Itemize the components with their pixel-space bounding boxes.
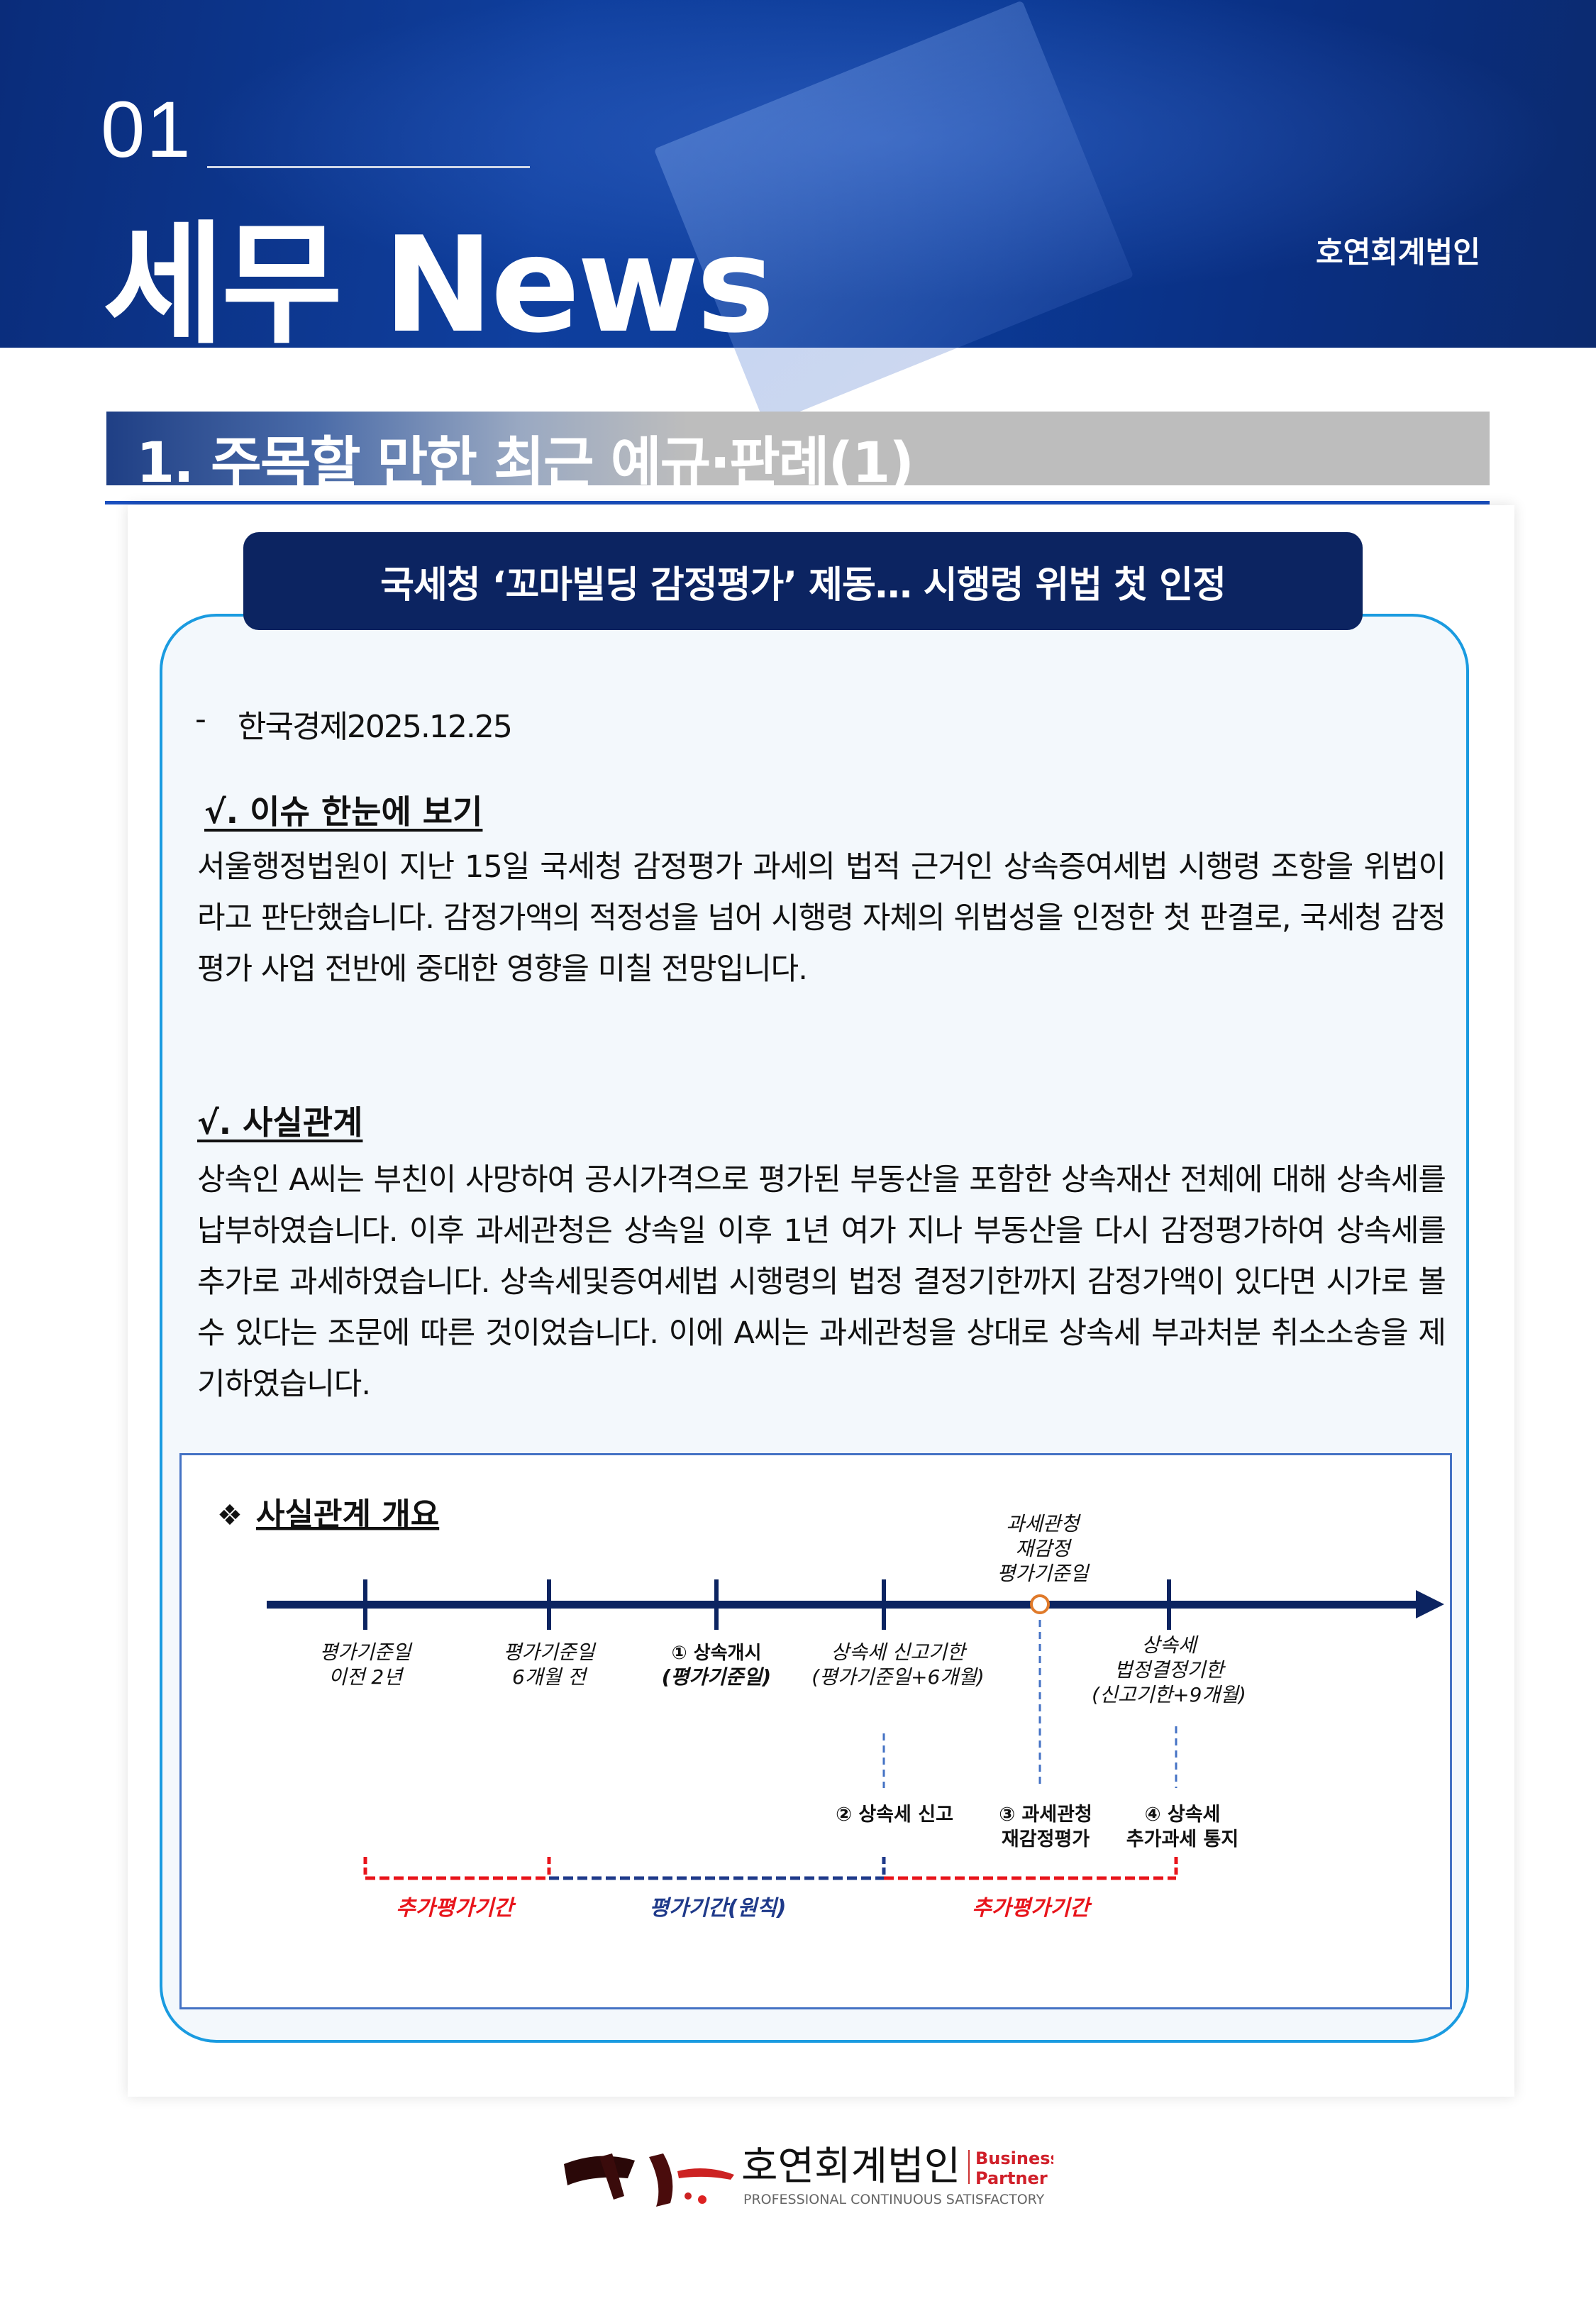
issue-number: 01: [101, 85, 192, 174]
tick-label-line: ① 상속개시: [672, 1643, 762, 1664]
event-label-line: ② 상속세 신고: [836, 1804, 953, 1826]
firm-name: 호연회계법인: [1316, 235, 1480, 270]
footer-tagline-business: Business: [975, 2148, 1053, 2168]
footer-divider: [968, 2150, 970, 2184]
top-label-line: 평가기준일: [997, 1562, 1090, 1585]
footer-logo: 호연회계법인 Business Partner PROFESSIONAL CON…: [557, 2136, 1060, 2214]
tick-label-line: 상속세: [1141, 1633, 1199, 1657]
top-label: 과세관청 재감정 평가기준일: [997, 1512, 1090, 1585]
tick-label-line: (평가기준일+6개월): [811, 1665, 984, 1689]
top-label-line: 재감정: [1015, 1537, 1073, 1560]
period-label: 추가평가기간: [396, 1896, 516, 1921]
timeline-tick: [714, 1579, 719, 1630]
section-title: 1. 주목할 만한 최근 예규·판례(1): [136, 431, 914, 495]
top-label-line: 과세관청: [1006, 1512, 1081, 1535]
timeline-tick: [547, 1579, 551, 1630]
event-label-line: 재감정평가: [1002, 1828, 1090, 1850]
article-source: 한국경제2025.12.25: [238, 709, 513, 745]
timeline-tick: [363, 1579, 367, 1630]
period-label: 평가기간(원칙): [649, 1896, 786, 1921]
diamond-icon: ❖: [217, 1499, 243, 1532]
tick-label-line: 법정결정기한: [1114, 1658, 1226, 1682]
event-label-line: 추가과세 통지: [1126, 1828, 1238, 1850]
calligraphy-logo: [564, 2153, 734, 2207]
tick-label-line: 평가기준일: [320, 1640, 413, 1664]
source-bullet: -: [195, 701, 206, 737]
article-headline-banner: 국세청 ‘꼬마빌딩 감정평가’ 제동… 시행령 위법 첫 인정: [243, 532, 1363, 630]
summary-heading: √. 이슈 한눈에 보기: [204, 793, 483, 831]
event-label-line: ④ 상속세: [1145, 1804, 1221, 1826]
diagram-title: 사실관계 개요: [256, 1496, 439, 1533]
tick-label-line: (신고기한+9개월): [1092, 1683, 1246, 1706]
footer-firm-name: 호연회계법인: [741, 2144, 960, 2190]
tick-label-line: (평가기준일): [662, 1665, 771, 1689]
issue-number-underline: [207, 166, 530, 168]
header-banner: 01 세무 News 호연회계법인: [0, 0, 1596, 426]
newsletter-title: 세무 News: [103, 208, 775, 362]
tick-label-line: 6개월 전: [512, 1665, 588, 1689]
facts-text: 상속인 A씨는 부친이 사망하여 공시가격으로 평가된 부동산을 포함한 상속재…: [197, 1162, 1446, 1402]
timeline-tick: [882, 1579, 886, 1630]
footer-tagline-partner: Partner: [975, 2168, 1048, 2188]
timeline-axis: [267, 1601, 1423, 1609]
reappraisal-marker: [1030, 1594, 1050, 1614]
timeline-arrowhead: [1416, 1590, 1444, 1618]
facts-heading: √. 사실관계: [197, 1103, 363, 1142]
event-label-line: ③ 과세관청: [999, 1804, 1092, 1826]
footer-slogan: PROFESSIONAL CONTINUOUS SATISFACTORY: [743, 2192, 1045, 2207]
summary-text: 서울행정법원이 지난 15일 국세청 감정평가 과세의 법적 근거인 상속증여세…: [197, 849, 1446, 987]
tick-label-line: 이전 2년: [328, 1665, 404, 1689]
firm-logo-svg: 호연회계법인 Business Partner PROFESSIONAL CON…: [564, 2144, 1060, 2207]
section-title-bar: 1. 주목할 만한 최근 예규·판례(1): [106, 412, 1490, 495]
period-label: 추가평가기간: [972, 1896, 1092, 1921]
timeline-tick: [1167, 1579, 1171, 1630]
tick-label-line: 상속세 신고기한: [831, 1640, 967, 1664]
article-headline: 국세청 ‘꼬마빌딩 감정평가’ 제동… 시행령 위법 첫 인정: [380, 563, 1226, 607]
section-divider: [105, 501, 1490, 504]
tick-label-line: 평가기준일: [504, 1640, 597, 1664]
